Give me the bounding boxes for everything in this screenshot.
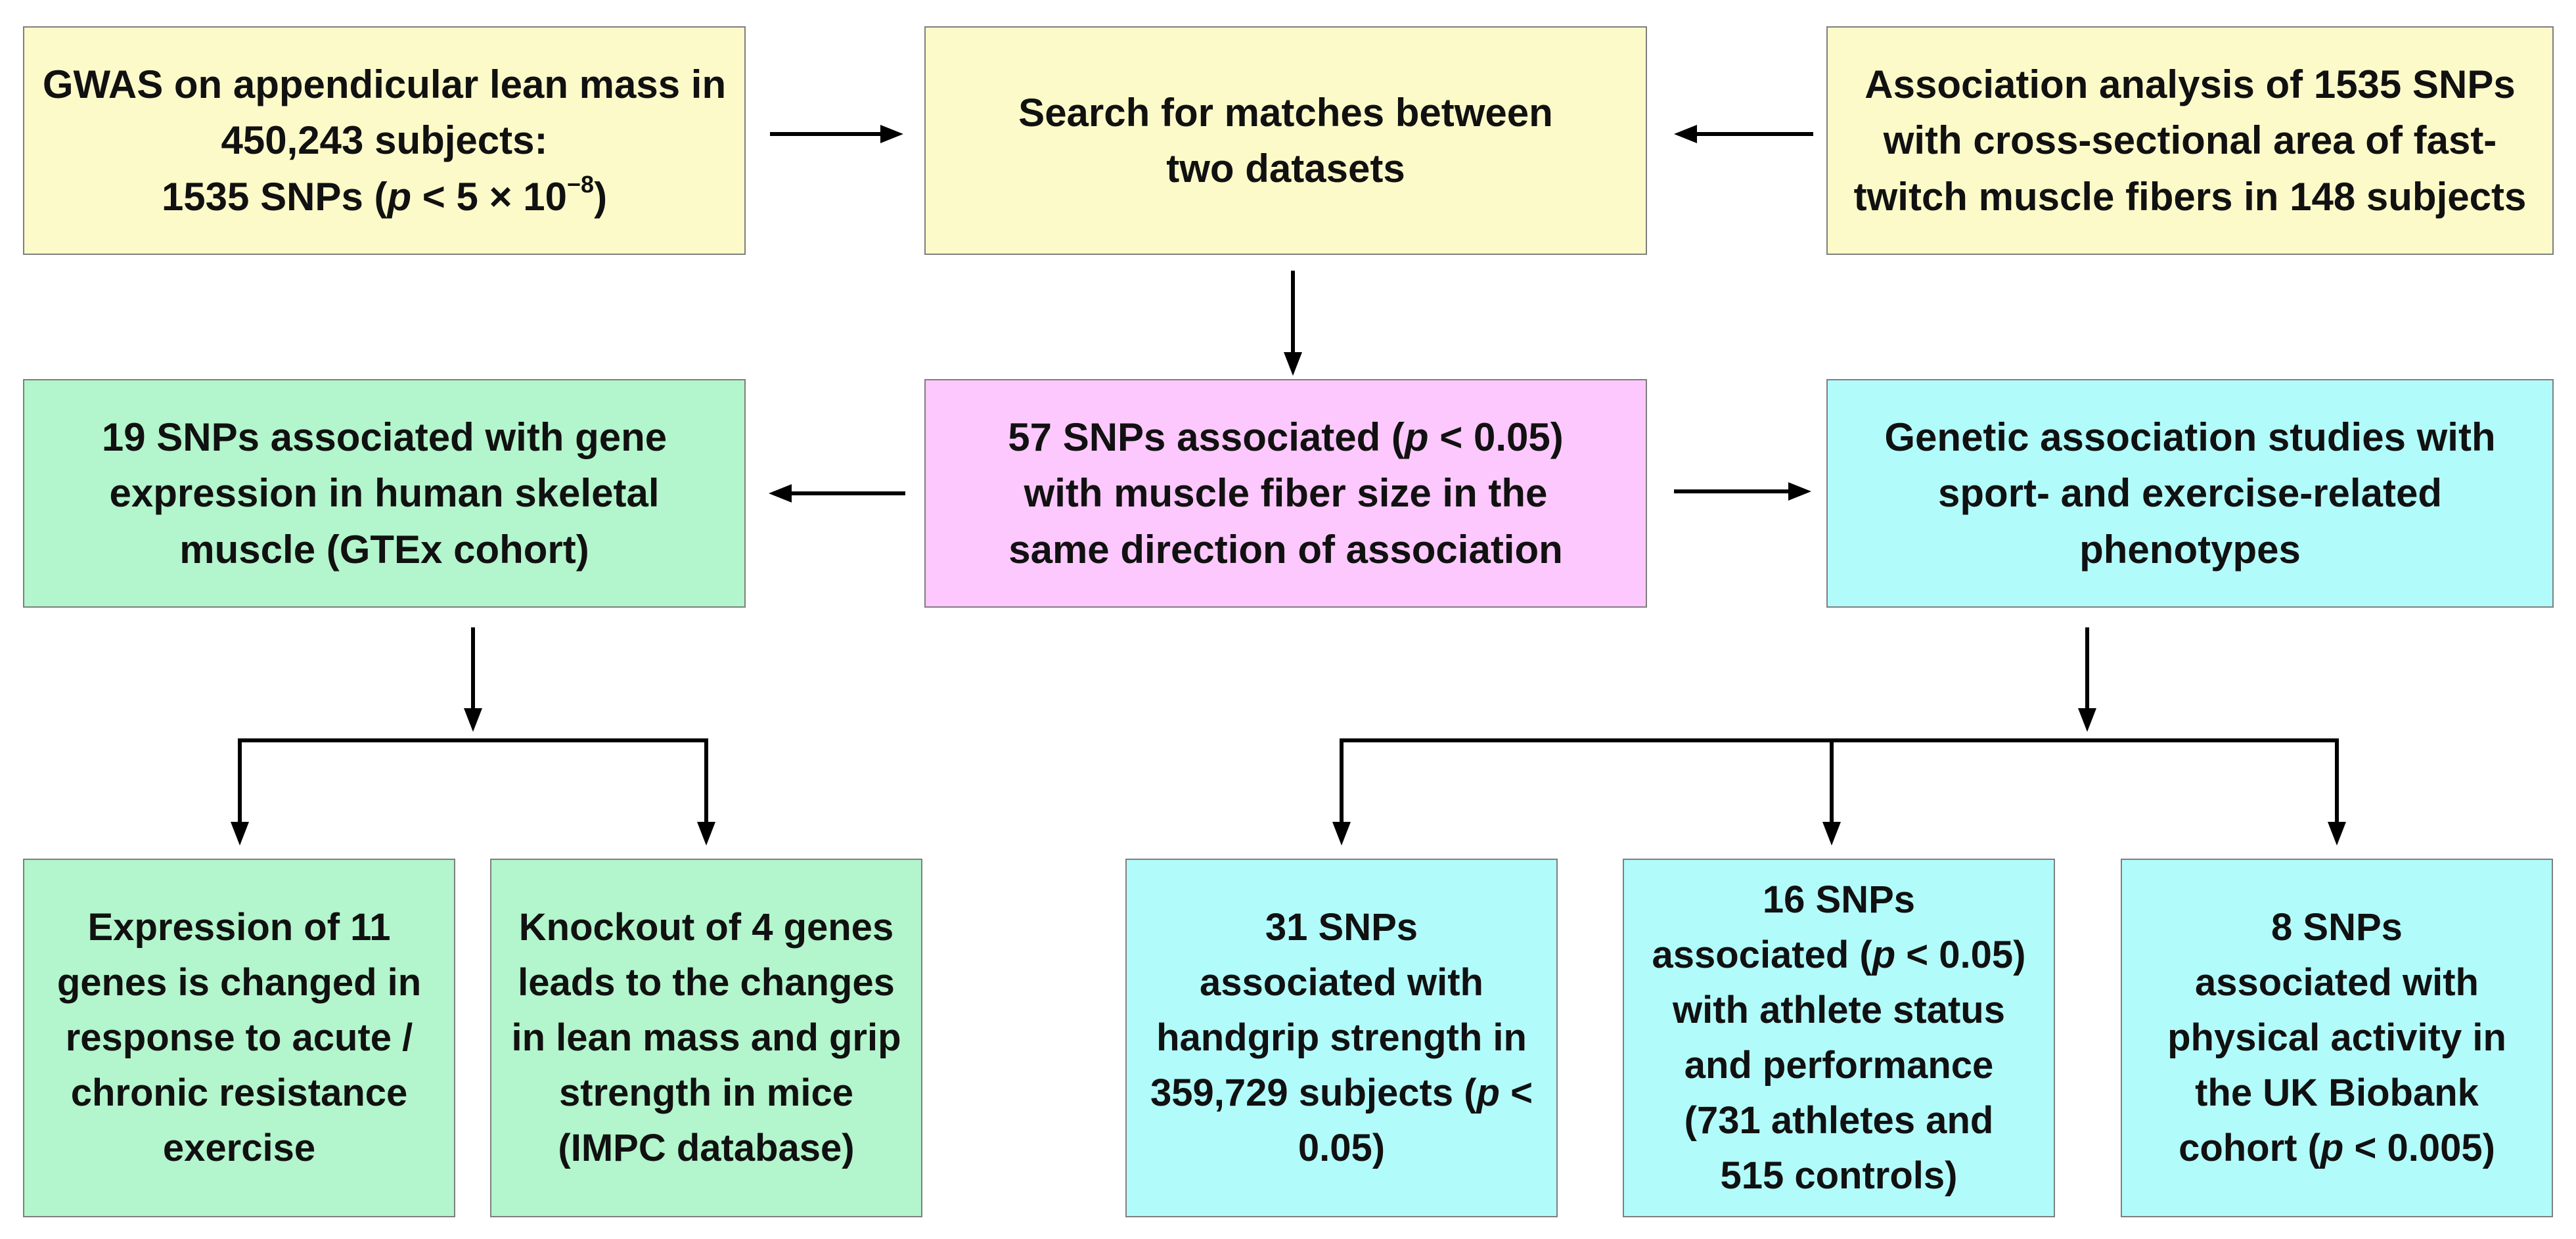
knockout-line: Knockout of 4 genes — [518, 905, 894, 949]
activity-line: 8 SNPs — [2271, 905, 2403, 949]
snps57-line: 57 SNPs associated (p < 0.05) — [1008, 409, 1563, 465]
p-symbol: p — [2320, 1127, 2344, 1170]
genetic-text: Genetic association studies with sport- … — [1884, 409, 2495, 577]
activity-line: the UK Biobank — [2195, 1071, 2479, 1115]
knockout-line: (IMPC database) — [558, 1127, 855, 1170]
arrowhead — [1674, 125, 1697, 143]
bracket-left — [238, 738, 708, 824]
association-line: twitch muscle fibers in 148 subjects — [1853, 174, 2527, 219]
gwas-text: GWAS on appendicular lean mass in 450,24… — [43, 56, 726, 225]
snps57-line: with muscle fiber size in the — [1024, 471, 1548, 516]
activity-text: 8 SNPs associated with physical activity… — [2167, 900, 2506, 1176]
gwas-text-part: < 5 × 10 — [411, 174, 568, 219]
gwas-line: GWAS on appendicular lean mass in — [42, 62, 727, 107]
athlete-line: associated (p < 0.05) — [1652, 928, 2025, 983]
athlete-line: 515 controls) — [1720, 1154, 1958, 1198]
handgrip-line: 0.05) — [1298, 1127, 1386, 1170]
athlete-text-part: associated ( — [1652, 933, 1872, 976]
athlete-text-part: < 0.05) — [1895, 933, 2026, 976]
handgrip-text: 31 SNPs associated with handgrip strengt… — [1150, 900, 1533, 1176]
gwas-box: GWAS on appendicular lean mass in 450,24… — [23, 26, 746, 255]
arrowhead — [880, 125, 903, 143]
search-box: Search for matches between two datasets — [924, 26, 1647, 255]
gwas-text-part: ) — [594, 174, 608, 219]
activity-box: 8 SNPs associated with physical activity… — [2121, 859, 2553, 1217]
arrowhead — [1284, 352, 1302, 376]
activity-line: associated with — [2195, 960, 2479, 1004]
athlete-box: 16 SNPs associated (p < 0.05) with athle… — [1623, 859, 2055, 1217]
activity-text-part: < 0.005) — [2343, 1127, 2495, 1170]
expression-line: Expression of 11 — [87, 905, 391, 949]
handgrip-line: associated with — [1200, 960, 1483, 1004]
snps57-text-part: < 0.05) — [1428, 415, 1564, 460]
gwas-line: 1535 SNPs (p < 5 × 10−8) — [43, 169, 726, 225]
handgrip-text-part: 359,729 subjects ( — [1150, 1071, 1477, 1115]
expression-box: Expression of 11 genes is changed in res… — [23, 859, 455, 1217]
bracket-right — [1340, 738, 2339, 824]
athlete-line: with athlete status — [1673, 988, 2005, 1031]
handgrip-line: 359,729 subjects (p < — [1150, 1066, 1533, 1121]
snps57-box: 57 SNPs associated (p < 0.05) with muscl… — [924, 379, 1647, 608]
arrowhead — [464, 708, 482, 732]
expression-line: chronic resistance — [70, 1071, 408, 1115]
gtex-line: expression in human skeletal — [109, 471, 660, 516]
athlete-line: (731 athletes and — [1684, 1099, 1994, 1142]
activity-line: physical activity in — [2167, 1016, 2506, 1059]
arrowhead — [697, 822, 715, 845]
genetic-studies-box: Genetic association studies with sport- … — [1826, 379, 2554, 608]
activity-line: cohort (p < 0.005) — [2167, 1121, 2506, 1176]
knockout-line: strength in mice — [559, 1071, 853, 1115]
exponent: −8 — [567, 170, 595, 198]
arrowhead — [1788, 482, 1811, 501]
p-symbol: p — [1476, 1071, 1500, 1115]
genetic-line: Genetic association studies with — [1884, 415, 2496, 460]
expression-line: response to acute / — [65, 1016, 413, 1059]
activity-text-part: cohort ( — [2179, 1127, 2320, 1170]
arrowhead — [1822, 822, 1841, 845]
genetic-line: phenotypes — [2079, 527, 2301, 572]
snps57-text: 57 SNPs associated (p < 0.05) with muscl… — [1008, 409, 1563, 577]
arrowhead — [1332, 822, 1351, 845]
search-text: Search for matches between two datasets — [1018, 85, 1553, 196]
association-line: with cross-sectional area of fast- — [1883, 118, 2497, 163]
knockout-line: in lean mass and grip — [511, 1016, 901, 1059]
gtex-line: 19 SNPs associated with gene — [101, 415, 667, 460]
gwas-line: 450,243 subjects: — [221, 118, 548, 163]
snps57-text-part: 57 SNPs associated ( — [1008, 415, 1405, 460]
handgrip-text-part: < — [1499, 1071, 1533, 1115]
handgrip-line: handgrip strength in — [1156, 1016, 1527, 1059]
expression-text: Expression of 11 genes is changed in res… — [57, 900, 421, 1176]
snps57-line: same direction of association — [1008, 527, 1563, 572]
association-line: Association analysis of 1535 SNPs — [1864, 62, 2516, 107]
p-symbol: p — [1872, 933, 1896, 976]
search-line: two datasets — [1166, 146, 1405, 191]
association-box: Association analysis of 1535 SNPs with c… — [1826, 26, 2554, 255]
knockout-line: leads to the changes — [518, 960, 895, 1004]
p-symbol: p — [1404, 415, 1429, 460]
gtex-text: 19 SNPs associated with gene expression … — [102, 409, 667, 577]
association-text: Association analysis of 1535 SNPs with c… — [1854, 56, 2527, 225]
p-symbol: p — [387, 174, 412, 219]
gwas-text-part: 1535 SNPs ( — [161, 174, 388, 219]
arrowhead — [2078, 708, 2096, 732]
athlete-line: and performance — [1684, 1044, 1994, 1087]
handgrip-line: 31 SNPs — [1265, 905, 1418, 949]
gtex-box: 19 SNPs associated with gene expression … — [23, 379, 746, 608]
genetic-line: sport- and exercise-related — [1938, 471, 2442, 516]
gtex-line: muscle (GTEx cohort) — [179, 527, 589, 572]
search-line: Search for matches between — [1018, 90, 1553, 135]
athlete-line: 16 SNPs — [1762, 878, 1916, 921]
expression-line: genes is changed in — [56, 960, 422, 1004]
arrowhead — [231, 822, 249, 845]
knockout-text: Knockout of 4 genes leads to the changes… — [511, 900, 901, 1176]
expression-line: exercise — [162, 1127, 316, 1170]
arrowhead — [769, 484, 792, 503]
athlete-text: 16 SNPs associated (p < 0.05) with athle… — [1652, 872, 2025, 1204]
arrowhead — [2328, 822, 2346, 845]
handgrip-box: 31 SNPs associated with handgrip strengt… — [1125, 859, 1558, 1217]
knockout-box: Knockout of 4 genes leads to the changes… — [490, 859, 922, 1217]
